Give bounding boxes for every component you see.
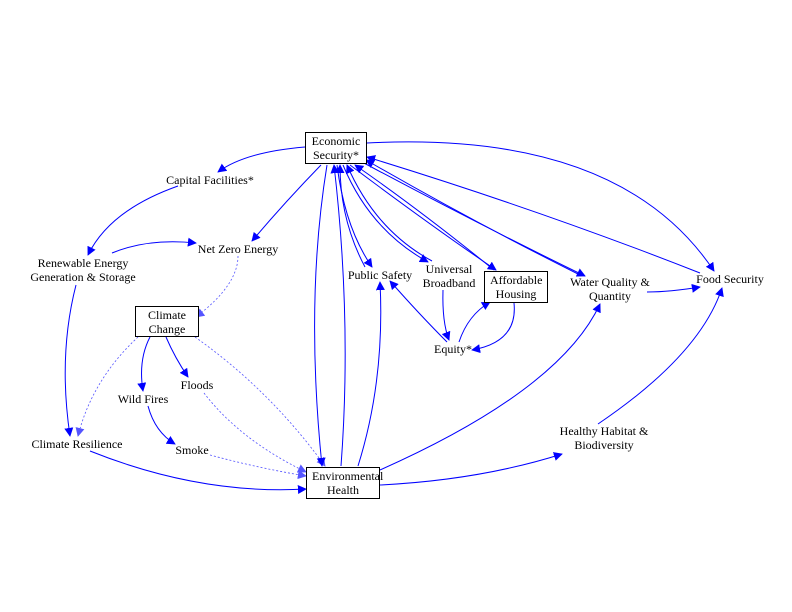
link-equity-to-public-safety xyxy=(389,280,448,343)
node-label-line: Security* xyxy=(313,148,359,162)
link-equity-to-affordable-housing xyxy=(458,301,491,343)
node-affordable-housing: Affordable Housing xyxy=(484,271,548,303)
link-economic-security-to-net-zero-energy xyxy=(251,164,322,242)
node-label-line: Capital Facilities* xyxy=(166,173,254,187)
node-label-line: Broadband xyxy=(422,276,476,290)
link-renewable-energy-to-net-zero-energy xyxy=(111,237,197,254)
link-economic-security-to-capital-facilities xyxy=(217,146,306,173)
link-universal-broadband-to-equity xyxy=(441,289,451,341)
node-label-line: Universal xyxy=(425,262,473,276)
node-label-line: Health xyxy=(327,483,359,497)
link-renewable-energy-to-climate-resilience xyxy=(64,284,77,437)
node-universal-broadband: Universal Broadband xyxy=(417,262,481,290)
link-climate-resilience-to-environmental-health xyxy=(89,450,307,494)
node-label-line: Generation & Storage xyxy=(30,270,136,284)
node-environmental-health: Environmental Health xyxy=(306,467,384,499)
node-label-line: Biodiversity xyxy=(574,438,634,452)
link-climate-change-to-wild-fires xyxy=(137,336,151,392)
node-label-line: Food Security xyxy=(696,272,764,286)
link-economic-security-to-food-security xyxy=(366,141,715,272)
node-food-security: Food Security xyxy=(688,272,772,286)
node-capital-facilities: Capital Facilities* xyxy=(148,173,272,187)
node-label-line: Renewable Energy xyxy=(37,256,129,270)
link-environmental-health-to-economic-security xyxy=(330,164,346,467)
node-label-line: Economic xyxy=(311,134,361,148)
link-affordable-housing-to-economic-security xyxy=(354,164,495,271)
node-label-line: Climate xyxy=(148,308,186,322)
link-climate-change-to-climate-resilience xyxy=(75,336,139,437)
node-floods: Floods xyxy=(173,378,221,392)
node-label-line: Climate Resilience xyxy=(31,437,123,451)
node-label-line: Floods xyxy=(180,378,214,392)
node-label-line: Net Zero Energy xyxy=(197,242,279,256)
node-equity: Equity* xyxy=(428,342,478,356)
node-label-line: Healthy Habitat & xyxy=(559,424,649,438)
node-wild-fires: Wild Fires xyxy=(112,392,174,406)
link-food-security-to-economic-security xyxy=(366,155,701,274)
node-label-line: Affordable xyxy=(490,273,543,287)
link-wild-fires-to-smoke xyxy=(147,405,176,445)
node-renewable-energy: Renewable Energy Generation & Storage xyxy=(16,256,150,284)
node-label-line: Wild Fires xyxy=(117,392,169,406)
node-label-line: Housing xyxy=(495,287,537,301)
link-economic-security-to-environmental-health xyxy=(314,164,328,467)
link-economic-security-to-universal-broadband xyxy=(342,164,429,263)
link-economic-security-to-water-quality xyxy=(361,161,586,277)
node-label-line: Change xyxy=(148,322,186,336)
node-label-line: Equity* xyxy=(434,342,472,356)
link-floods-to-environmental-health xyxy=(203,392,307,473)
node-smoke: Smoke xyxy=(168,443,216,457)
link-environmental-health-to-water-quality xyxy=(379,303,601,471)
link-water-quality-to-economic-security xyxy=(365,159,579,275)
node-label-line: Smoke xyxy=(175,443,209,457)
link-economic-security-to-public-safety xyxy=(336,164,373,268)
node-water-quality: Water Quality & Quantity xyxy=(560,275,660,303)
node-climate-resilience: Climate Resilience xyxy=(26,437,128,451)
node-label-line: Environmental xyxy=(312,469,384,483)
link-climate-change-to-floods xyxy=(165,336,189,378)
link-environmental-health-to-healthy-habitat xyxy=(379,452,563,486)
link-healthy-habitat-to-food-security xyxy=(597,287,724,425)
link-net-zero-energy-to-climate-change xyxy=(195,255,239,318)
link-economic-security-to-affordable-housing xyxy=(349,164,497,271)
link-climate-change-to-environmental-health xyxy=(194,336,326,467)
link-capital-facilities-to-renewable-energy xyxy=(87,185,179,256)
link-universal-broadband-to-economic-security xyxy=(346,164,433,262)
node-net-zero-energy: Net Zero Energy xyxy=(191,242,285,256)
node-label-line: Water Quality & xyxy=(570,275,650,289)
link-affordable-housing-to-equity xyxy=(471,302,515,354)
link-smoke-to-environmental-health xyxy=(209,454,307,480)
link-environmental-health-to-public-safety xyxy=(357,281,385,467)
link-water-quality-to-food-security xyxy=(646,283,701,293)
node-label-line: Quantity xyxy=(589,289,631,303)
node-public-safety: Public Safety xyxy=(340,268,420,282)
node-economic-security: Economic Security* xyxy=(305,132,367,164)
node-label-line: Public Safety xyxy=(347,268,413,282)
link-public-safety-to-economic-security xyxy=(335,164,366,268)
node-climate-change: Climate Change xyxy=(135,306,199,337)
node-healthy-habitat: Healthy Habitat & Biodiversity xyxy=(550,424,658,452)
